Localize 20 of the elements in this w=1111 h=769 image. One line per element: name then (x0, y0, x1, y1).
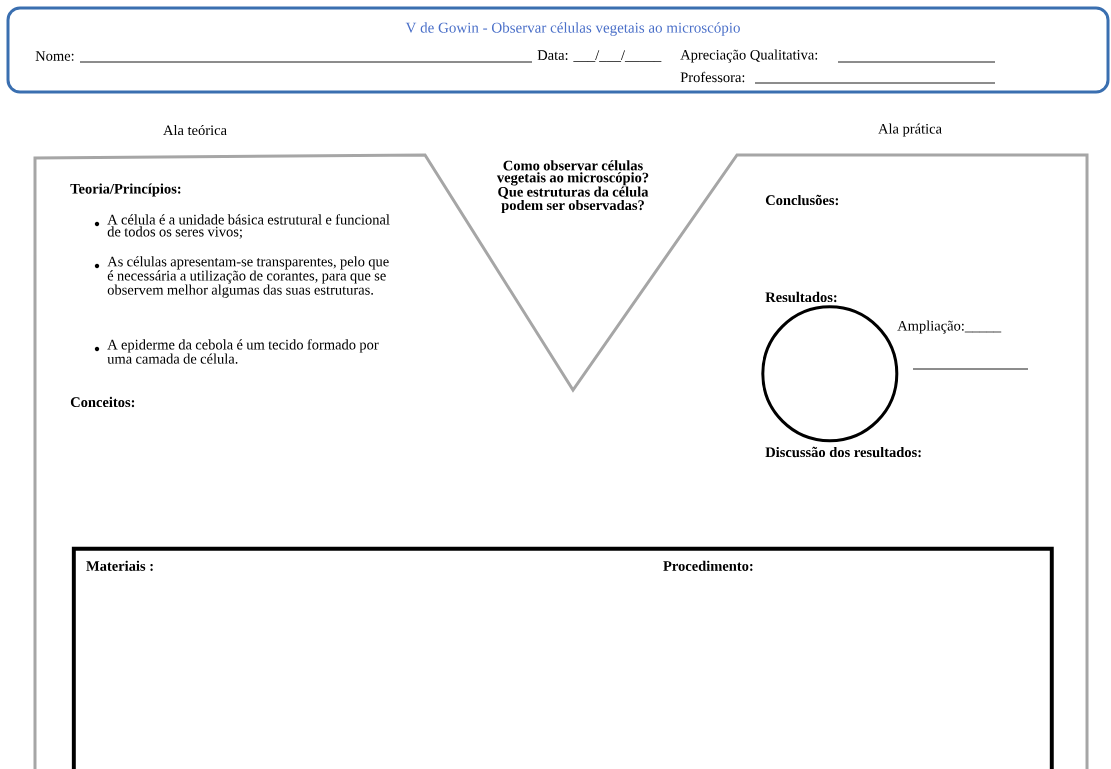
title: V de Gowin - Observar células vegetais ao microscópio (405, 22, 740, 36)
field-label: Nome: (35, 51, 74, 61)
field-label: Professora: (680, 71, 745, 83)
section-heading: Conclusões: (765, 194, 838, 206)
field-label: Ampliação:_____ (897, 320, 1002, 334)
bullet-text: A epiderme da cebola é um tecido formado por uma camada de célula. (107, 339, 379, 364)
bullet-text: As células apresentam-se transparentes, pelo que é necessária a utilização de corantes, para que se observem melhor algumas das suas estruturas. (107, 256, 389, 298)
microscope-field-circle (761, 305, 899, 443)
section-heading: Resultados: (765, 291, 837, 303)
bullet-text: A célula é a unidade básica estrutural e funcional de todos os seres vivos; (107, 214, 390, 239)
focus-question: Como observar células vegetais ao microscópio? Que estruturas da célula podem ser observadas? (496, 160, 649, 214)
section-heading: Teoria/Princípios: (70, 183, 181, 197)
wing-label: Ala teórica (163, 124, 227, 136)
field-label: Data: ___/___/_____ (537, 50, 662, 62)
section-heading: Conceitos: (70, 396, 135, 408)
field-label: Apreciação Qualitativa: (680, 49, 818, 63)
section-heading: Discussão dos resultados: (765, 446, 921, 458)
section-heading: Procedimento: (663, 560, 753, 571)
wing-label: Ala prática (878, 123, 942, 137)
section-heading: Materiais : (86, 560, 153, 571)
